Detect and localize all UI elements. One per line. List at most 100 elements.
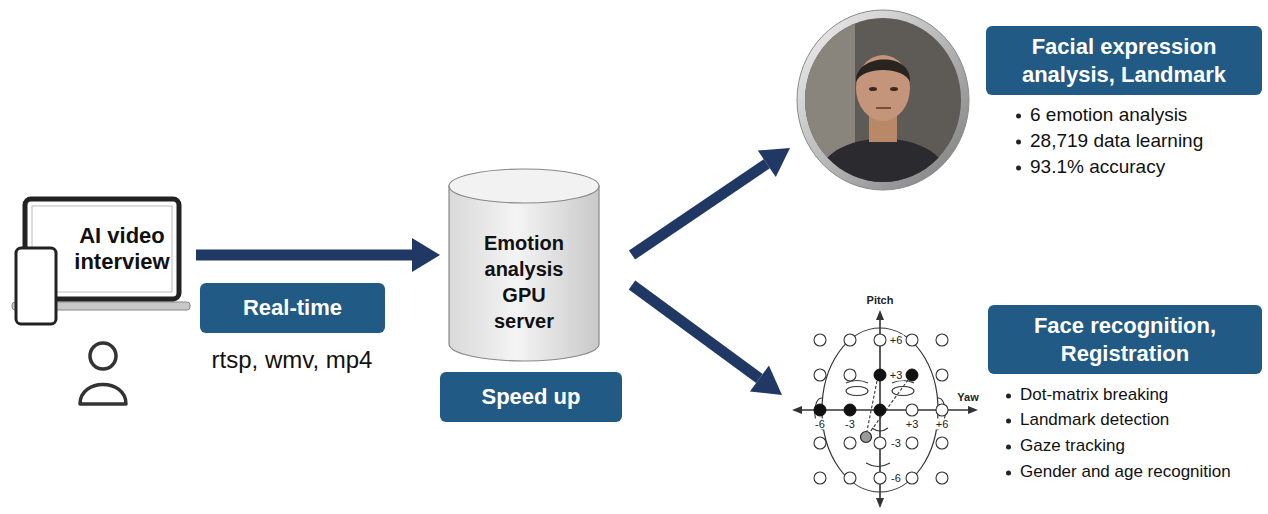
- bullet-dot: [1016, 166, 1021, 171]
- flow-arrow: [196, 250, 412, 261]
- axis-name: Pitch: [866, 295, 895, 306]
- person-body: [80, 385, 126, 405]
- text-group: Emotion analysis GPU server: [472, 230, 576, 334]
- phone-outline: [16, 248, 56, 324]
- arrow-head: [758, 148, 790, 177]
- active-points: [814, 369, 918, 416]
- arrow-head: [750, 366, 782, 395]
- axis-value: +6: [889, 335, 904, 346]
- grid-point: [906, 472, 918, 484]
- bullet-dot: [1006, 471, 1011, 476]
- node-text: Face recognition, Registration: [988, 312, 1262, 367]
- face-mouth: [866, 463, 890, 467]
- face-eye: [892, 387, 914, 396]
- grid-point: [844, 437, 856, 449]
- photo-shirt: [812, 138, 954, 190]
- axis-head: [876, 498, 884, 508]
- text-group: Speed up: [481, 383, 580, 411]
- grid-point: [906, 334, 918, 346]
- bullet-item: Landmark detection: [1020, 410, 1169, 430]
- node-text: AI video interview: [66, 223, 178, 276]
- axis-value: +3: [889, 370, 904, 381]
- grid-point: [936, 437, 948, 449]
- bullet-dot: [1016, 140, 1021, 145]
- grid-point: [936, 369, 948, 381]
- text-group: AI video interview: [66, 223, 178, 276]
- tag-box: Speed up: [440, 372, 622, 422]
- bullet-item: Gaze tracking: [1020, 436, 1125, 456]
- axis-value: +3: [905, 419, 920, 430]
- text-group: Face recognition, Registration: [988, 312, 1262, 367]
- heading-box: Facial expression analysis, Landmark: [986, 26, 1262, 95]
- grid-point: [814, 369, 826, 381]
- photo-ring: [797, 10, 969, 190]
- axis-value: -6: [890, 473, 902, 484]
- bullet-item: Dot-matrix breaking: [1020, 385, 1168, 405]
- grid-point: [814, 437, 826, 449]
- axis-head: [792, 406, 802, 414]
- bullet-dot: [1006, 394, 1011, 399]
- bullet-item: Gender and age recognition: [1020, 462, 1231, 482]
- grid-point: [936, 334, 948, 346]
- bullet-dot: [1006, 445, 1011, 450]
- photo-head: [856, 55, 910, 121]
- photo-content: [800, 15, 970, 190]
- grid-point: [906, 437, 918, 449]
- bullet-item: 93.1% accuracy: [1030, 156, 1165, 178]
- photo-hair: [856, 59, 910, 82]
- arrow-head: [412, 238, 440, 272]
- cylinder-top: [449, 169, 599, 203]
- grid-point: [936, 404, 948, 416]
- axis-value: -6: [814, 419, 826, 430]
- bullet-dot: [1006, 419, 1011, 424]
- edge-group: [196, 238, 440, 272]
- photo-eye: [869, 87, 877, 91]
- gaze-line: [870, 380, 908, 432]
- cylinder-body: [449, 186, 599, 361]
- grid-point: [874, 437, 886, 449]
- server-cylinder: Emotion analysis GPU server: [448, 168, 600, 362]
- axis-head: [968, 406, 978, 414]
- grid-point: [906, 404, 918, 416]
- grid-point: [814, 472, 826, 484]
- photo-eye: [890, 87, 898, 91]
- text-group: Real-time: [243, 294, 342, 322]
- node-text: Real-time: [243, 294, 342, 322]
- axis-value: -3: [890, 438, 902, 449]
- axis-value: -3: [844, 419, 856, 430]
- output-arrows: [632, 148, 790, 395]
- node-text: Emotion analysis GPU server: [472, 230, 576, 334]
- face-eye: [846, 387, 868, 396]
- grid-points: [814, 334, 948, 484]
- person-head: [90, 343, 116, 369]
- person-icon: [80, 343, 126, 404]
- arrow-shaft: [632, 285, 759, 379]
- grid-point: [844, 472, 856, 484]
- photo-mouth: [876, 107, 891, 109]
- gaze-point: [861, 432, 872, 443]
- grid-point: [874, 334, 886, 346]
- node-text: Speed up: [481, 383, 580, 411]
- active-point: [906, 369, 918, 381]
- grid-point: [814, 334, 826, 346]
- axis-value: +6: [935, 419, 950, 430]
- text-group: Facial expression analysis, Landmark: [986, 33, 1262, 88]
- node-text: Facial expression analysis, Landmark: [986, 33, 1262, 88]
- bullet-item: 28,719 data learning: [1030, 130, 1203, 152]
- tag-box: Real-time: [200, 283, 385, 333]
- active-point: [814, 404, 826, 416]
- axis-name: Yaw: [956, 392, 979, 403]
- grid-point: [844, 334, 856, 346]
- bullet-item: 6 emotion analysis: [1030, 104, 1187, 126]
- axis-head: [876, 310, 884, 320]
- active-point: [874, 404, 886, 416]
- laptop-screen: AI video interview: [22, 196, 182, 302]
- arrow-shaft: [632, 164, 767, 255]
- face-landmark-diagram: [792, 310, 978, 508]
- heading-box: Face recognition, Registration: [988, 305, 1262, 374]
- bullet-dot: [1016, 114, 1021, 119]
- active-point: [844, 404, 856, 416]
- format-note: rtsp, wmv, mp4: [212, 346, 373, 374]
- face-photo: [797, 10, 970, 190]
